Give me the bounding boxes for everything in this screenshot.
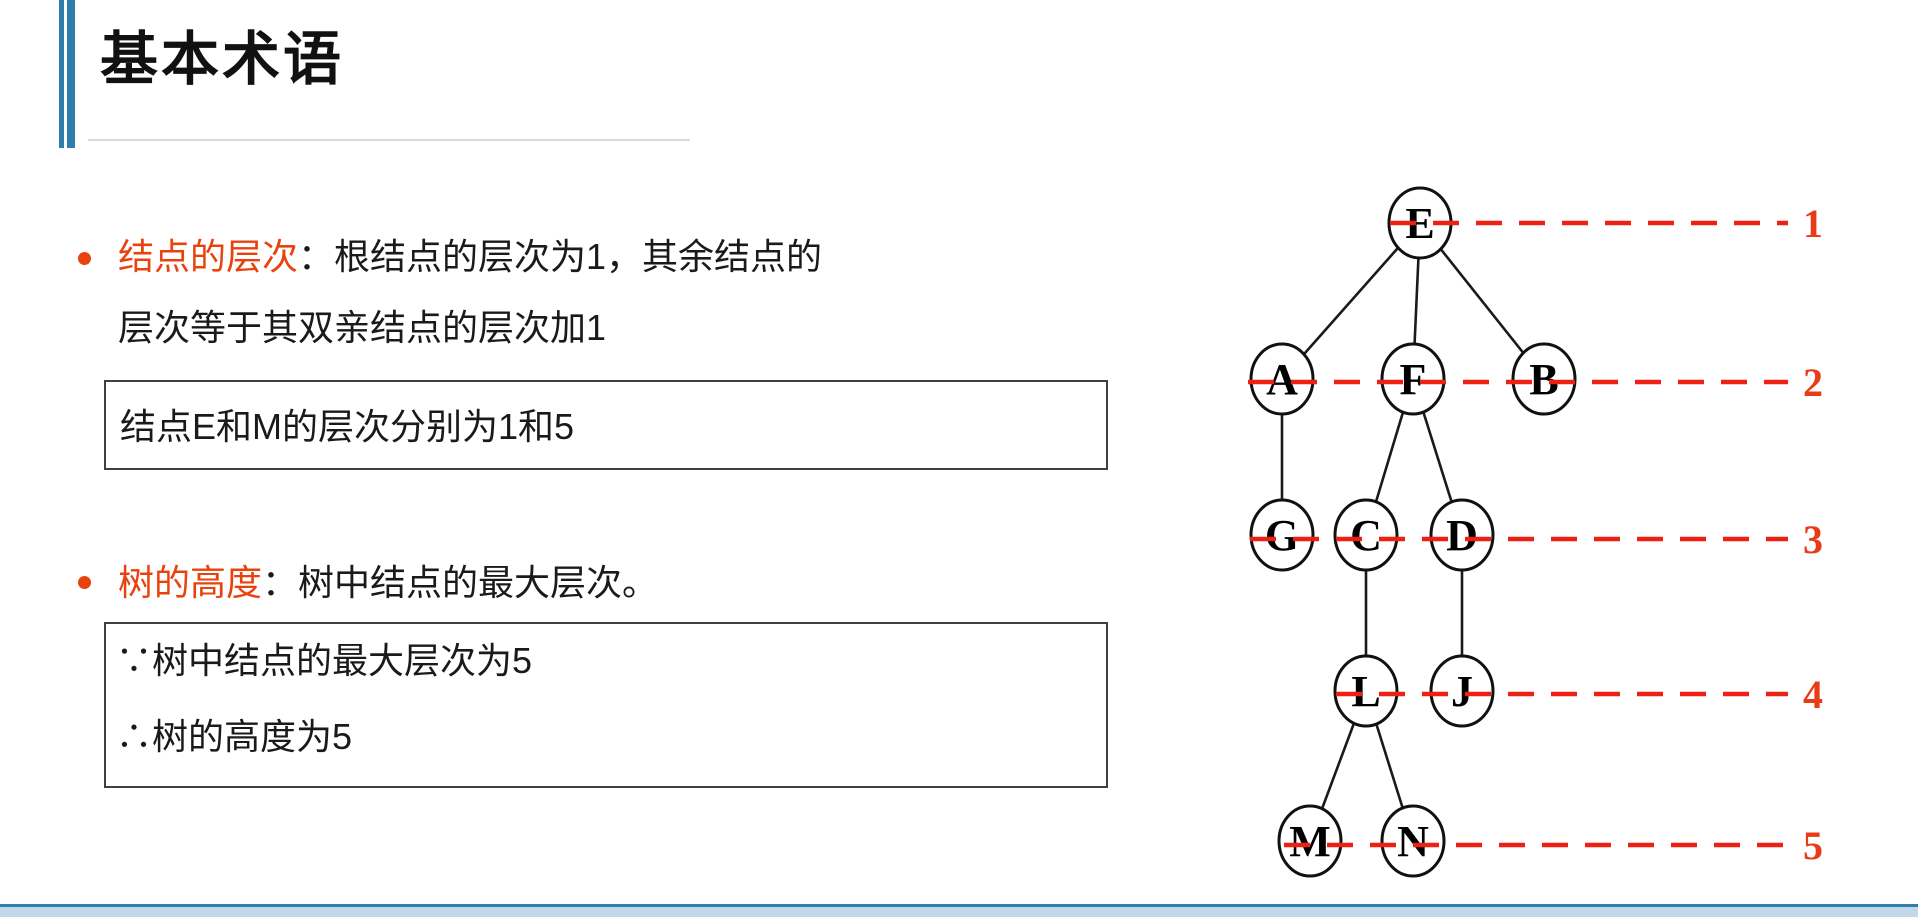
tree-edge-E-A [1281,222,1421,380]
bullet-node-level-text: ：根结点的层次为1，其余结点的 [298,236,823,277]
level-number-5: 5 [1803,823,1823,868]
example-box-height-line1: ∵树中结点的最大层次为5 [116,640,533,681]
tree-node-label-L: L [1351,667,1380,716]
bullet-dot-tree-height [78,576,91,589]
tree-node-label-J: J [1451,667,1473,716]
example-box-height [104,622,1108,788]
bullet-tree-height-line: 树的高度：树中结点的最大层次。 [118,560,658,605]
tree-node-B [1511,342,1577,416]
tree-node-label-D: D [1446,511,1478,560]
page-title: 基本术语 [100,27,345,92]
tree-node-F [1380,342,1446,416]
example-box-height-line2: ∴树的高度为5 [116,716,353,757]
tree-node-G [1249,498,1315,572]
tree-node-A [1249,342,1315,416]
example-box-levels-text: 结点E和M的层次分别为1和5 [120,406,575,447]
bullet-node-level-line2: 层次等于其双亲结点的层次加1 [118,307,607,348]
title-accent-bar-thick [67,0,75,148]
term-tree-height: 树的高度 [118,562,263,603]
tree-node-M [1277,804,1343,878]
tree-node-label-B: B [1529,355,1558,404]
level-number-3: 3 [1803,517,1823,562]
tree-node-label-F: F [1400,355,1427,404]
title-accent-bar-thin [59,0,64,148]
tree-node-label-A: A [1266,355,1298,404]
bullet-node-level-line1: 结点的层次：根结点的层次为1，其余结点的 [118,234,822,279]
tree-node-N [1380,804,1446,878]
example-box-levels [104,380,1108,470]
level-number-4: 4 [1803,672,1823,717]
title-divider [88,139,690,141]
tree-node-J [1429,654,1495,728]
bullet-tree-height-text: ：树中结点的最大层次。 [262,562,659,603]
tree-node-D [1429,498,1495,572]
slide-footer-bar [0,904,1918,917]
tree-node-L [1333,654,1399,728]
tree-node-label-N: N [1397,817,1429,866]
tree-node-label-G: G [1265,511,1299,560]
tree-node-label-C: C [1350,511,1382,560]
tree-node-C [1333,498,1399,572]
bullet-dot-node-level [78,252,91,265]
level-number-2: 2 [1803,360,1823,405]
term-node-level: 结点的层次 [118,236,299,277]
level-number-1: 1 [1803,201,1823,246]
tree-node-label-M: M [1289,817,1331,866]
